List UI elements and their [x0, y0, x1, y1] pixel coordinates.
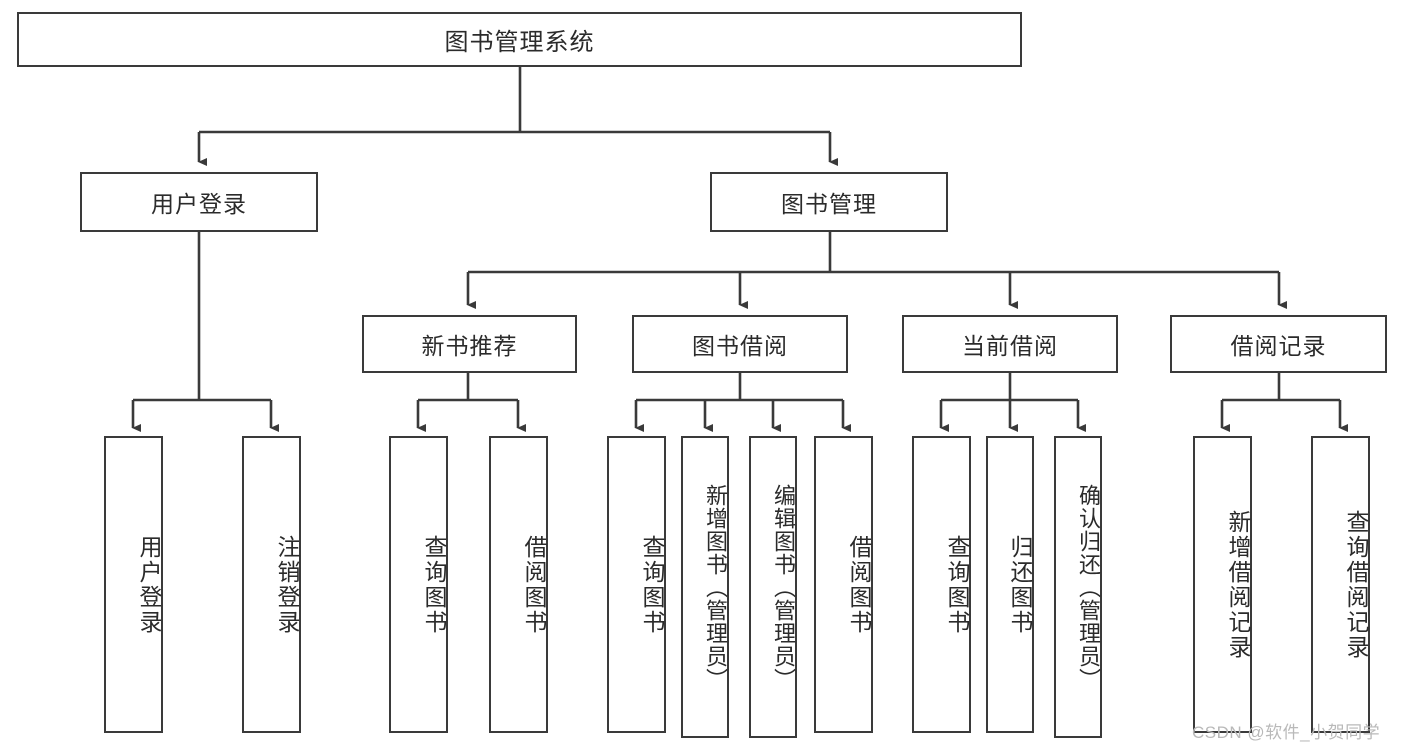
- leaf-add-borrow-record[interactable]: 新增借阅记录: [1193, 436, 1252, 733]
- node-label: 确认归还（管理员）: [1076, 483, 1101, 691]
- node-label: 查询借阅记录: [1343, 509, 1369, 660]
- node-current-borrow[interactable]: 当前借阅: [902, 315, 1118, 373]
- node-label: 借阅图书: [521, 534, 547, 635]
- node-label: 用户登录: [151, 191, 247, 217]
- node-label: 用户登录: [136, 534, 162, 635]
- leaf-return-book[interactable]: 归还图书: [986, 436, 1034, 733]
- node-user-login[interactable]: 用户登录: [80, 172, 318, 232]
- node-label: 注销登录: [274, 534, 300, 635]
- node-new-book-recommend[interactable]: 新书推荐: [362, 315, 577, 373]
- node-label: 图书管理: [781, 191, 877, 217]
- leaf-borrow-book-recommend[interactable]: 借阅图书: [489, 436, 548, 733]
- node-book-borrow[interactable]: 图书借阅: [632, 315, 848, 373]
- leaf-confirm-return-admin[interactable]: 确认归还（管理员）: [1054, 436, 1102, 738]
- leaf-query-book-borrow[interactable]: 查询图书: [607, 436, 666, 733]
- node-label: 借阅图书: [846, 534, 872, 635]
- node-label: 新增借阅记录: [1225, 509, 1251, 660]
- node-root-book-management-system[interactable]: 图书管理系统: [17, 12, 1022, 67]
- leaf-query-book-recommend[interactable]: 查询图书: [389, 436, 448, 733]
- node-borrow-record[interactable]: 借阅记录: [1170, 315, 1387, 373]
- node-label: 新增图书（管理员）: [703, 483, 728, 691]
- leaf-query-book-current[interactable]: 查询图书: [912, 436, 971, 733]
- leaf-borrow-book[interactable]: 借阅图书: [814, 436, 873, 733]
- leaf-add-book-admin[interactable]: 新增图书（管理员）: [681, 436, 729, 738]
- node-label: 图书借阅: [692, 333, 788, 359]
- node-label: 图书管理系统: [444, 29, 595, 56]
- node-label: 查询图书: [944, 534, 970, 635]
- leaf-query-borrow-record[interactable]: 查询借阅记录: [1311, 436, 1370, 733]
- node-label: 查询图书: [421, 534, 447, 635]
- node-label: 新书推荐: [421, 333, 518, 359]
- node-label: 编辑图书（管理员）: [771, 483, 796, 691]
- leaf-edit-book-admin[interactable]: 编辑图书（管理员）: [749, 436, 797, 738]
- leaf-logout[interactable]: 注销登录: [242, 436, 301, 733]
- node-label: 查询图书: [639, 534, 665, 635]
- node-book-management[interactable]: 图书管理: [710, 172, 948, 232]
- node-label: 借阅记录: [1230, 333, 1327, 359]
- leaf-user-login[interactable]: 用户登录: [104, 436, 163, 733]
- node-label: 当前借阅: [962, 333, 1058, 359]
- node-label: 归还图书: [1007, 534, 1033, 635]
